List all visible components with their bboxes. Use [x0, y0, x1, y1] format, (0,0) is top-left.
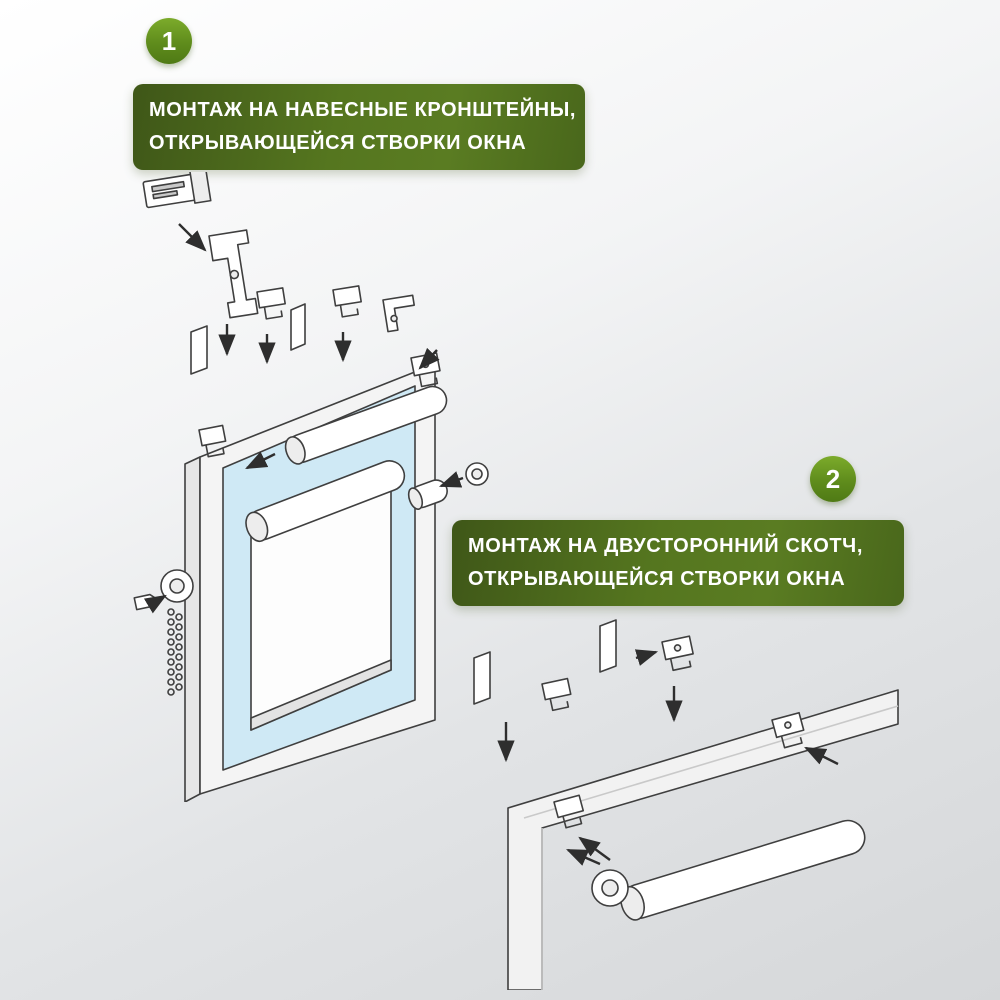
- roller-tube-step2: [620, 819, 866, 921]
- roller-blind-fabric: [250, 477, 392, 731]
- step-1-title-line-2: ОТКРЫВАЮЩЕЙСЯ СТВОРКИ ОКНА: [149, 131, 527, 154]
- frame-bracket-left-2: [553, 794, 585, 829]
- arrow-detail-to-clamp: [178, 223, 207, 252]
- roller-tube-mounted: [245, 460, 406, 543]
- mounting-plate-strip-2: [290, 303, 306, 351]
- tape-strip-1: [473, 651, 491, 705]
- step-2-number: 2: [825, 463, 841, 494]
- hanging-bracket-small-1: [256, 287, 286, 320]
- control-end-cap: [160, 569, 194, 603]
- step-2-title-line-2: ОТКРЫВАЮЩЕЙСЯ СТВОРКИ ОКНА: [468, 567, 846, 590]
- corner-bracket: [382, 294, 415, 333]
- step-1-title-banner: МОНТАЖ НА НАВЕСНЫЕ КРОНШТЕЙНЫ, ОТКРЫВАЮЩ…: [133, 84, 585, 170]
- hanging-bracket-small-2: [332, 285, 362, 318]
- arrow-into-frame-bracket: [578, 836, 611, 861]
- bottom-weight-bar: [250, 659, 392, 731]
- step-2-illustration: [473, 619, 899, 990]
- end-knob: [465, 462, 489, 486]
- tube-end-cap: [591, 869, 629, 907]
- step-2-number-badge: 2: [810, 456, 856, 502]
- tape-strip-2: [599, 619, 617, 673]
- step-2-title-banner: МОНТАЖ НА ДВУСТОРОННИЙ СКОТЧ, ОТКРЫВАЮЩЕ…: [452, 520, 904, 606]
- arrow-to-bracket-right: [634, 649, 659, 666]
- step-2-title-line-1: МОНТАЖ НА ДВУСТОРОННИЙ СКОТЧ,: [468, 535, 863, 558]
- frame-bracket-right-2: [771, 711, 805, 749]
- arrow-into-bracket-right: [418, 347, 440, 370]
- tape-bracket-left: [541, 677, 572, 712]
- step-1-number-badge: 1: [146, 18, 192, 64]
- sash-clamp-bracket: [208, 229, 259, 319]
- arrow-hook-to-cap: [143, 594, 167, 614]
- chain-hook: [133, 593, 158, 611]
- control-chain: [167, 608, 183, 696]
- roller-tube-detached: [284, 385, 448, 465]
- step-1-illustration: [133, 172, 489, 802]
- arrow-knob-left: [438, 471, 464, 488]
- step-1-title-line-1: МОНТАЖ НА НАВЕСНЫЕ КРОНШТЕЙНЫ,: [149, 99, 577, 122]
- ceiling-bracket-detail: [142, 172, 212, 209]
- arrow-tube-to-corner: [566, 848, 601, 866]
- window-frame-corner: [507, 689, 899, 990]
- arrow-tube-to-frame: [245, 451, 276, 470]
- mounting-plate-strip: [190, 325, 208, 375]
- tape-bracket-right: [661, 635, 694, 672]
- step-1-number: 1: [161, 25, 177, 56]
- arrow-into-frame-bracket-right: [804, 746, 839, 766]
- frame-bracket-left: [198, 424, 227, 458]
